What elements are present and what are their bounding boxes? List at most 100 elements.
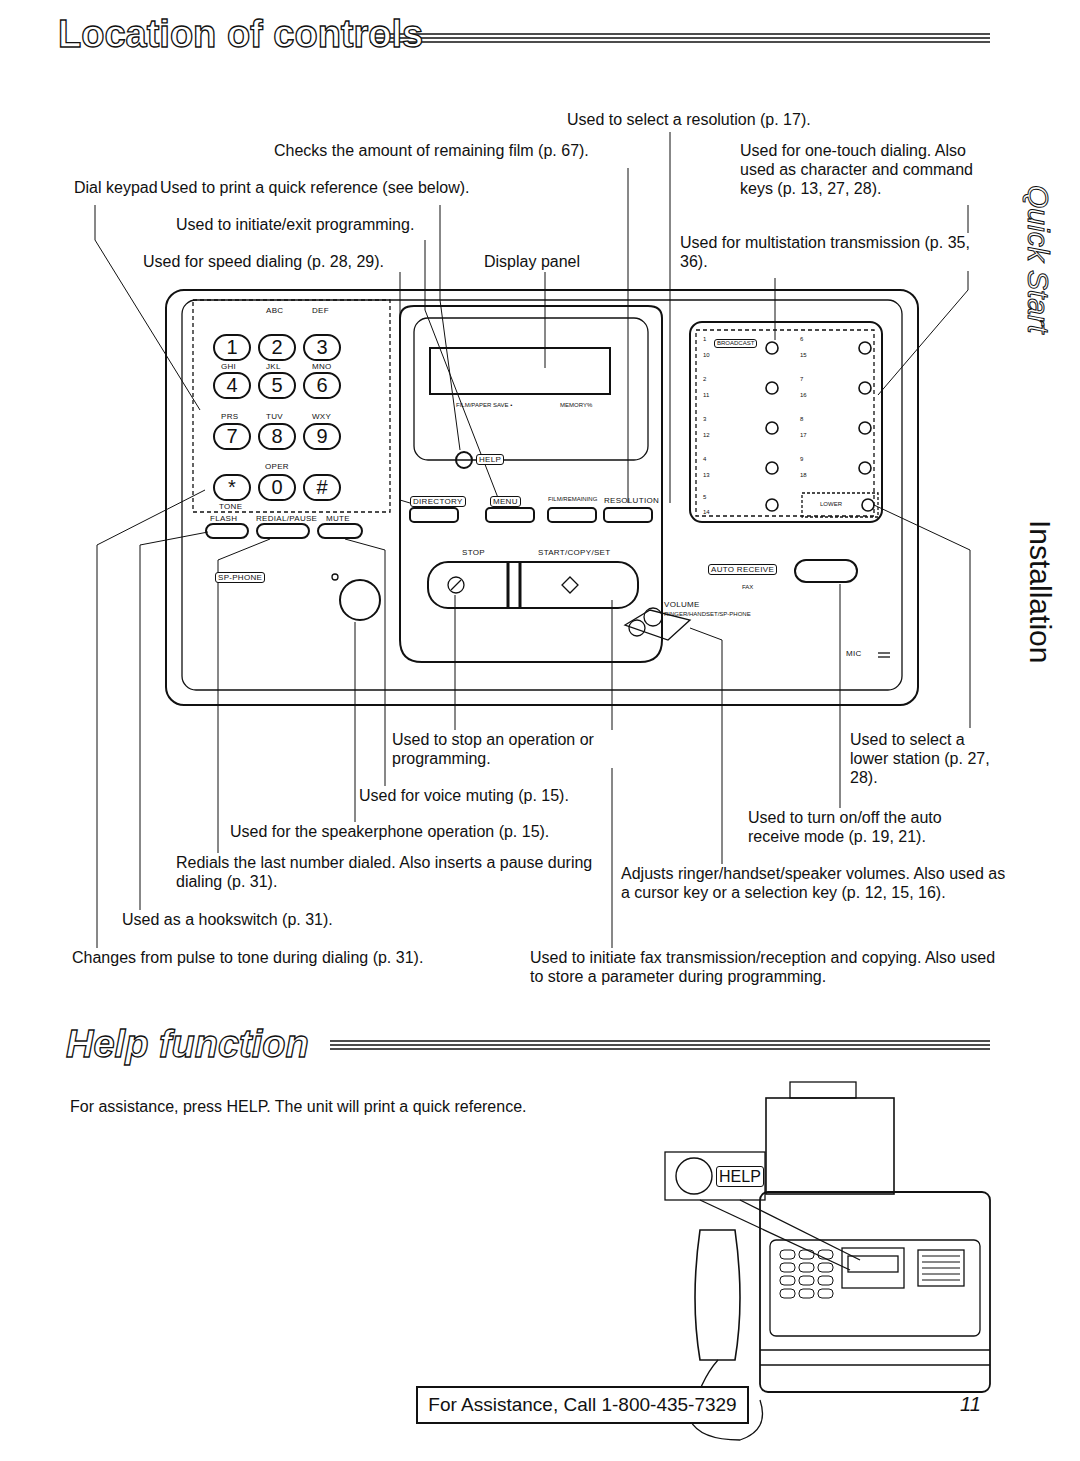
key-letters: GHI [221, 362, 236, 371]
key-name: FLASH [210, 514, 237, 523]
station-number: 1 [703, 336, 706, 343]
keypad-key: # [303, 474, 341, 501]
node-text: * [228, 476, 236, 499]
node-text: 1 [226, 336, 237, 359]
node-text: 6 [316, 374, 327, 397]
keypad-key: 9 [303, 423, 341, 450]
stop-start-frame [428, 562, 638, 608]
housing-inner [182, 300, 902, 690]
key-letters: PRS [221, 412, 238, 421]
side-tab: Quick Start [1022, 185, 1054, 333]
keypad-key: 4 [213, 372, 251, 399]
flash-key [206, 524, 248, 538]
rule [330, 1048, 990, 1049]
start-symbol [562, 577, 578, 593]
callout: Used to initiate/exit programming. [176, 215, 414, 234]
callout: Used for multistation transmission (p. 3… [680, 233, 970, 271]
stop-symbol [451, 580, 461, 590]
key-name: LOWER [820, 501, 842, 508]
callout: Used to turn on/off the auto receive mod… [748, 808, 993, 846]
callout: Used for speed dialing (p. 28, 29). [143, 252, 384, 271]
keypad-key: 5 [258, 372, 296, 399]
callout: Used to initiate fax transmission/recept… [530, 948, 1000, 986]
keypad-key: 6 [303, 372, 341, 399]
assistance-box: For Assistance, Call 1-800-435-7329 [416, 1386, 749, 1424]
housing [166, 290, 918, 705]
rule [370, 41, 990, 42]
callout: Used to stop an operation or programming… [392, 730, 617, 768]
mic-slot [878, 656, 890, 657]
station-number: 8 [800, 416, 803, 423]
film-key [548, 508, 596, 522]
station-number: 11 [703, 392, 709, 399]
key-name: DIRECTORY [410, 496, 466, 507]
callout: Used for one-touch dialing. Also used as… [740, 141, 1002, 198]
one-touch-buttons [766, 342, 874, 511]
rule [330, 1040, 990, 1041]
node-text: 4 [226, 374, 237, 397]
display-housing [400, 306, 662, 662]
key-name: MUTE [326, 514, 350, 523]
station-number: 4 [703, 456, 706, 463]
node-text: 5 [271, 374, 282, 397]
station-number: 7 [800, 376, 803, 383]
key-name: MIC [846, 649, 862, 658]
node-text: For Assistance, Call 1-800-435-7329 [428, 1394, 736, 1416]
station-number: 3 [703, 416, 706, 423]
callout: Dial keypad [74, 178, 158, 197]
mute-key [318, 524, 362, 538]
display-legend: MEMORY% [560, 402, 592, 409]
menu-key [486, 508, 534, 522]
key-name: RINGER/HANDSET/SP-PHONE [664, 611, 751, 618]
key-name: FAX [742, 584, 753, 591]
rule [330, 1044, 990, 1045]
keypad-key: 1 [213, 334, 251, 361]
directory-key [410, 508, 458, 522]
volume-down [629, 620, 645, 636]
station-number: 9 [800, 456, 803, 463]
callout: Checks the amount of remaining film (p. … [274, 141, 589, 160]
auto-receive-button [795, 560, 857, 582]
key-name: MENU [490, 496, 521, 507]
speakerphone-button [340, 580, 380, 620]
key-letters: TONE [219, 502, 242, 511]
station-number: 16 [800, 392, 807, 399]
callout: Display panel [484, 252, 580, 271]
node-text: 0 [271, 476, 282, 499]
callout: Used to select a lower station (p. 27, 2… [850, 730, 995, 787]
callout: Used to print a quick reference (see bel… [160, 178, 469, 197]
help-button [456, 452, 472, 468]
callout: Used for the speakerphone operation (p. … [230, 822, 549, 841]
key-name: BROADCAST [714, 339, 757, 348]
one-touch-frame [696, 330, 874, 516]
side-tab: Installation [1024, 520, 1056, 663]
key-name: RESOLUTION [604, 496, 659, 505]
keypad-frame [193, 300, 390, 512]
callout: Used as a hookswitch (p. 31). [122, 910, 333, 929]
key-name: FILM/REMAINING [548, 496, 597, 503]
key-name: SP-PHONE [215, 572, 265, 583]
callout: Changes from pulse to tone during dialin… [72, 948, 423, 967]
node-text: 3 [316, 336, 327, 359]
illustration-keys [780, 1250, 960, 1298]
callout: Redials the last number dialed. Also ins… [176, 853, 596, 891]
display-screen [430, 348, 610, 394]
rule [370, 33, 990, 34]
keypad-key: * [213, 474, 251, 501]
key-name: HELP [476, 454, 504, 465]
key-letters: WXY [312, 412, 331, 421]
lower-frame [802, 493, 878, 517]
station-number: 2 [703, 376, 706, 383]
stop-symbol [448, 577, 464, 593]
node-text: 7 [226, 425, 237, 448]
key-letters: JKL [266, 362, 281, 371]
station-number: 14 [703, 509, 710, 516]
keypad-key: 3 [303, 334, 341, 361]
keypad-key: 2 [258, 334, 296, 361]
key-name: VOLUME [664, 600, 700, 609]
keypad-key: 8 [258, 423, 296, 450]
keypad-key: 7 [213, 423, 251, 450]
resolution-key [604, 508, 652, 522]
key-name: HELP [716, 1166, 764, 1187]
station-number: 15 [800, 352, 807, 359]
